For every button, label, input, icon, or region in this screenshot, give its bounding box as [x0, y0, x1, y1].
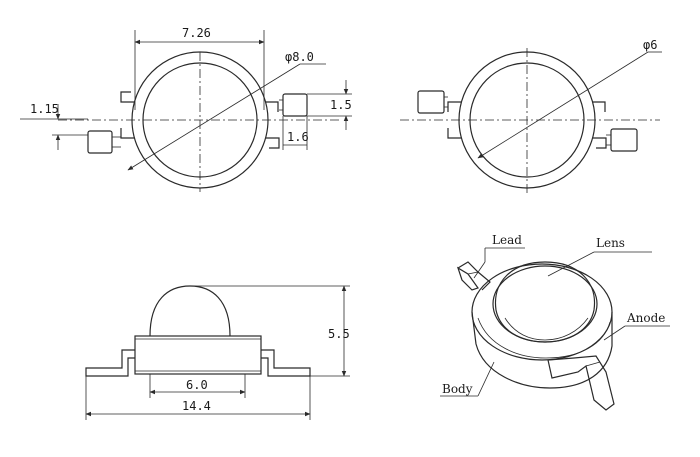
body-tab-left-bottom	[447, 128, 461, 139]
diameter-label: φ8.0	[285, 50, 314, 64]
body-width-label: 6.0	[186, 378, 208, 392]
lead-right	[261, 349, 311, 377]
diameter-leader	[477, 51, 649, 159]
anode-leader	[603, 325, 626, 341]
body-tab-left-top	[447, 101, 461, 112]
top-view-left: 7.26 φ8.0 1.5 1.6 1.15	[20, 26, 352, 192]
body-tab-left-bottom	[120, 128, 134, 139]
lead-right	[610, 128, 638, 152]
anode	[547, 355, 615, 411]
lead-width-label: 1.6	[287, 130, 309, 144]
body-tab-right-top	[593, 101, 606, 112]
body-tab-right-top	[266, 101, 279, 112]
lead	[456, 266, 479, 291]
perspective-view: Lead Lens Anode Body	[440, 233, 670, 411]
lens-label: Lens	[596, 236, 625, 250]
body-top	[471, 263, 613, 361]
top-view-right: φ6	[400, 38, 662, 195]
height-label: 5.5	[328, 327, 350, 341]
lead-left	[85, 349, 135, 377]
lead-height-label: 1.5	[330, 98, 352, 112]
lens-dome	[494, 261, 596, 343]
body-tab-left-top	[120, 91, 134, 103]
total-width-label: 14.4	[182, 399, 211, 413]
side-view: 5.5 6.0 14.4	[85, 285, 350, 420]
lead-left	[87, 130, 113, 154]
lead-offset-label: 1.15	[30, 102, 59, 116]
lead-right	[282, 93, 308, 117]
body-tab-right-bottom	[593, 137, 607, 149]
body-tab-right-bottom	[266, 137, 280, 149]
lead-left	[417, 90, 445, 114]
lead-label: Lead	[492, 233, 522, 247]
lens-dome	[149, 285, 231, 337]
width-label: 7.26	[182, 26, 211, 40]
body-leader	[477, 361, 495, 397]
anode-label: Anode	[626, 311, 665, 325]
lens-leader	[547, 251, 595, 277]
diameter-label: φ6	[643, 38, 657, 52]
body	[134, 335, 262, 375]
body-side	[471, 311, 613, 389]
lead-leader	[473, 261, 486, 279]
diameter-leader	[127, 63, 301, 171]
body-label: Body	[442, 382, 473, 396]
